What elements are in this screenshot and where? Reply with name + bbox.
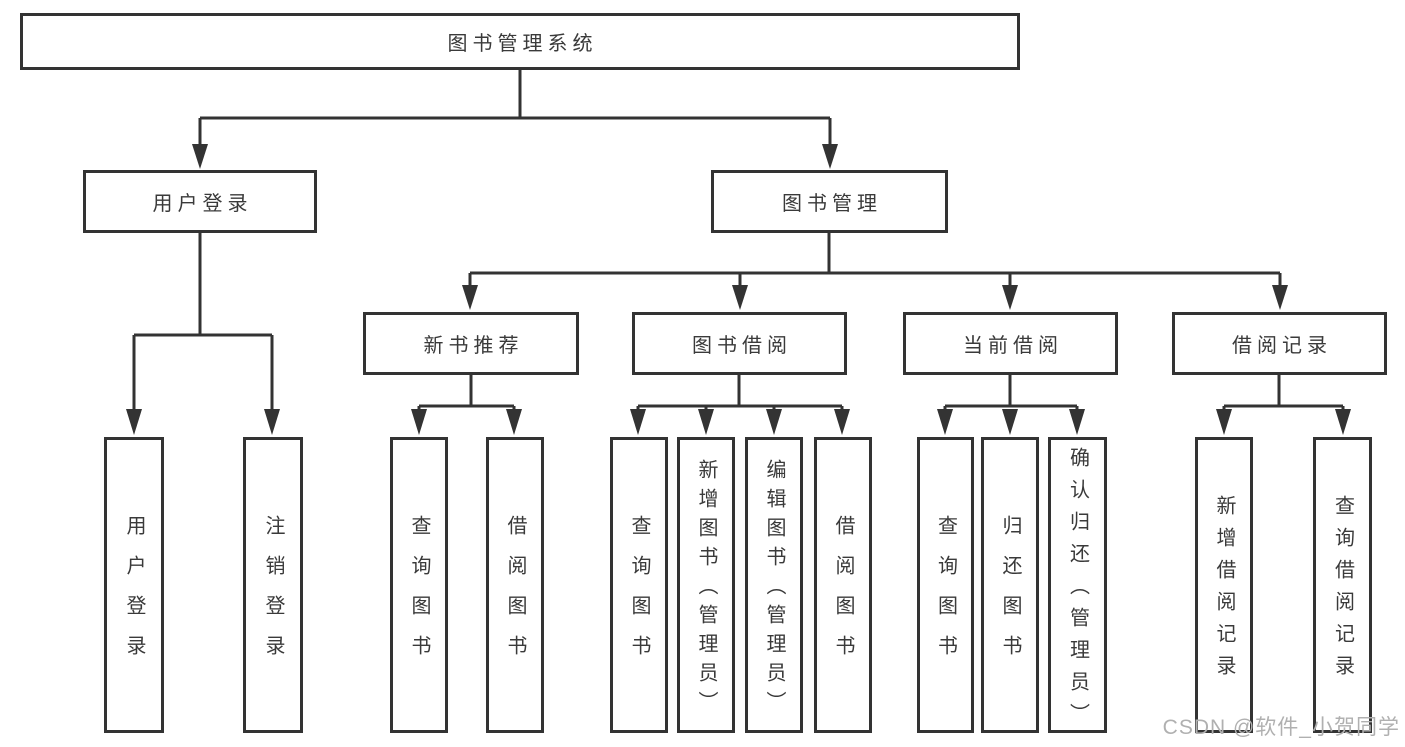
node-new-book-recommend-label: 新书推荐	[423, 335, 524, 357]
node-current-borrow: 当前借阅	[903, 312, 1118, 375]
node-query-books-current: 查询图书	[917, 437, 974, 733]
node-query-borrow-record-label: 查询借阅记录	[1331, 495, 1354, 687]
node-add-borrow-record-label: 新增借阅记录	[1213, 495, 1235, 687]
node-user-login-leaf: 用户登录	[104, 437, 164, 733]
node-borrow-records-label: 借阅记录	[1232, 335, 1332, 357]
node-query-books-borrow: 查询图书	[610, 437, 668, 733]
node-borrow-books-recommend: 借阅图书	[486, 437, 544, 733]
node-query-borrow-record: 查询借阅记录	[1313, 437, 1372, 733]
node-return-book-label: 归还图书	[999, 515, 1021, 675]
node-user-login-label: 用户登录	[152, 193, 253, 215]
node-query-books-recommend-label: 查询图书	[408, 515, 430, 675]
node-logout-leaf: 注销登录	[243, 437, 303, 733]
node-user-login: 用户登录	[83, 170, 317, 233]
node-current-borrow-label: 当前借阅	[963, 335, 1063, 357]
node-book-management-label: 图书管理	[782, 193, 882, 215]
node-query-books-current-label: 查询图书	[934, 515, 957, 675]
node-add-book-admin-label: 新增图书（管理员）	[695, 459, 717, 720]
node-borrow-books-leaf-label: 借阅图书	[832, 515, 854, 675]
node-query-books-borrow-label: 查询图书	[628, 515, 650, 675]
node-add-borrow-record: 新增借阅记录	[1195, 437, 1253, 733]
node-borrow-books-leaf: 借阅图书	[814, 437, 872, 733]
node-book-borrow-label: 图书借阅	[692, 335, 792, 357]
node-new-book-recommend: 新书推荐	[363, 312, 579, 375]
node-root-label: 图书管理系统	[447, 33, 598, 55]
node-confirm-return-admin-label: 确认归还（管理员）	[1066, 447, 1089, 735]
node-return-book: 归还图书	[981, 437, 1039, 733]
node-book-management: 图书管理	[711, 170, 948, 233]
node-edit-book-admin-label: 编辑图书（管理员）	[763, 459, 785, 720]
watermark: CSDN @软件_小贺同学	[1162, 716, 1400, 739]
node-logout-leaf-label: 注销登录	[262, 515, 284, 675]
node-confirm-return-admin: 确认归还（管理员）	[1048, 437, 1107, 735]
node-root: 图书管理系统	[20, 13, 1020, 70]
node-borrow-books-recommend-label: 借阅图书	[504, 515, 526, 675]
node-add-book-admin: 新增图书（管理员）	[677, 437, 735, 733]
node-query-books-recommend: 查询图书	[390, 437, 448, 733]
node-book-borrow: 图书借阅	[632, 312, 847, 375]
node-borrow-records: 借阅记录	[1172, 312, 1387, 375]
node-edit-book-admin: 编辑图书（管理员）	[745, 437, 803, 733]
node-user-login-leaf-label: 用户登录	[123, 515, 145, 675]
